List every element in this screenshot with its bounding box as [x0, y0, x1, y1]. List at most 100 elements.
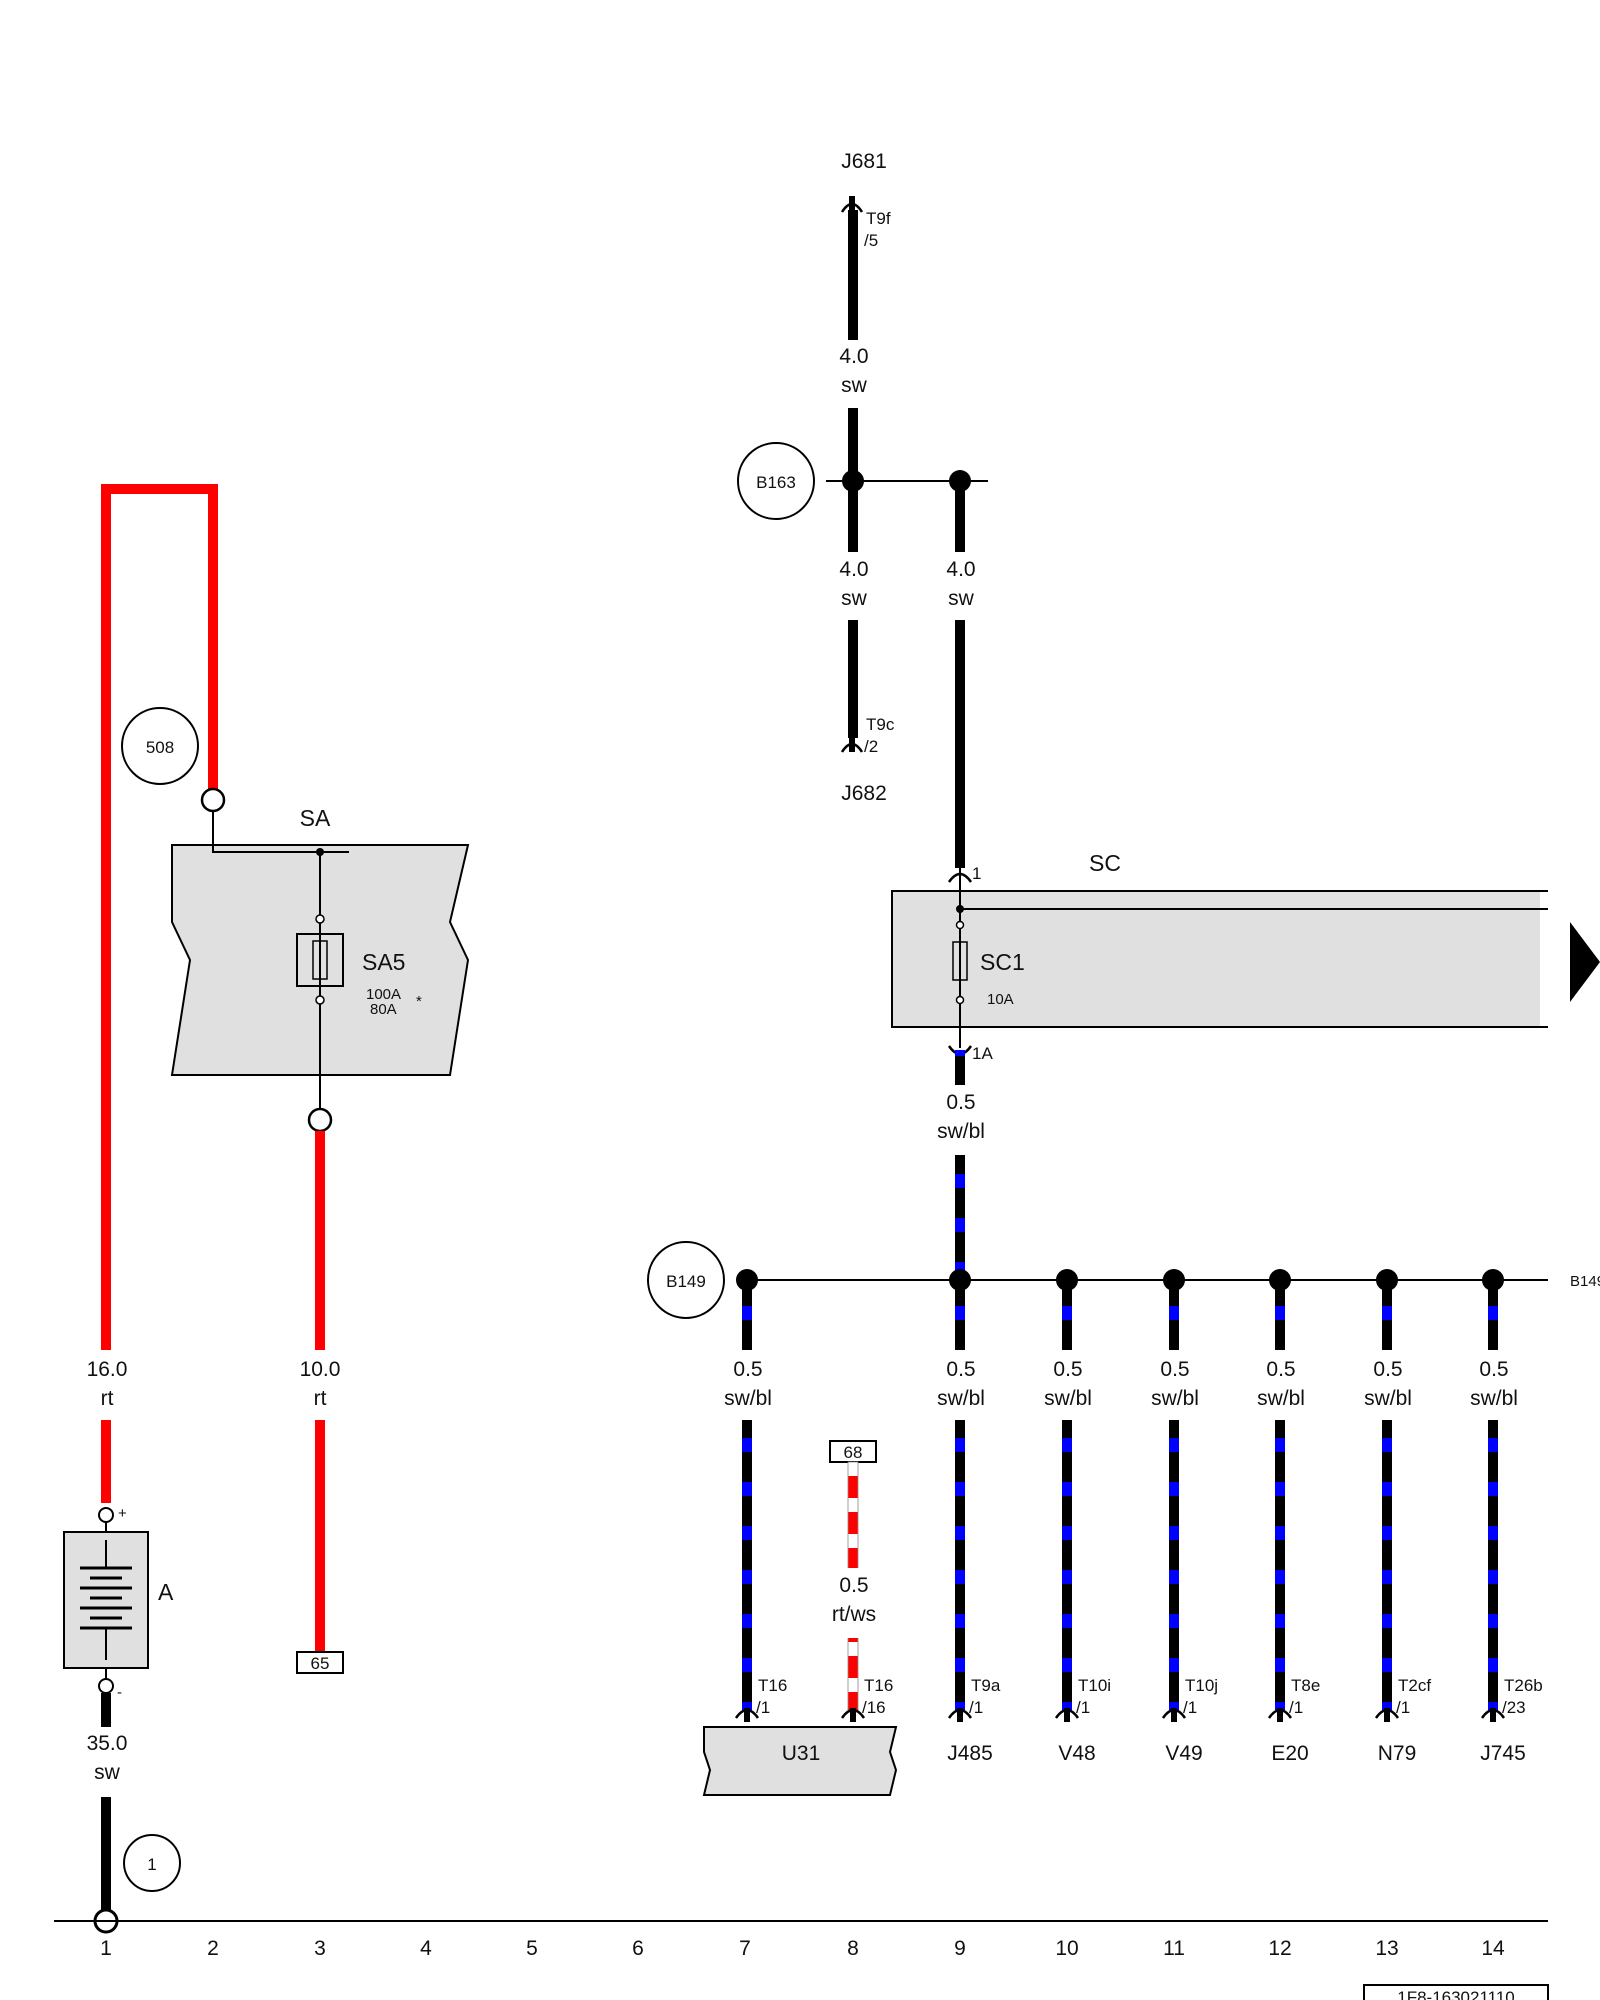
component-bottom-label: J485 [947, 1742, 993, 1765]
connector-t9f-b: /5 [864, 231, 878, 250]
column-number: 9 [954, 1937, 966, 1960]
wire-branch-color: sw/bl [1364, 1387, 1412, 1410]
component-u31: U31 [702, 1726, 898, 1796]
column-number: 6 [632, 1937, 644, 1960]
connector-bottom-b: /1 [756, 1698, 770, 1717]
circle-1-label: 1 [147, 1855, 156, 1874]
splice-b163-label: B163 [756, 473, 796, 492]
fuse-sa5-label: SA5 [362, 949, 405, 975]
battery-plus-label: + [118, 1505, 127, 1522]
wire-sc1-b149-swbl [955, 1050, 965, 1280]
connector-t9c-a: T9c [866, 715, 895, 734]
circle-1: 1 [123, 1834, 181, 1892]
wire-branch-size: 0.5 [1373, 1358, 1402, 1381]
wire-branch-size: 0.5 [1266, 1358, 1295, 1381]
wire-b163-left-color: sw [841, 587, 868, 610]
battery-label: A [158, 1579, 174, 1605]
wire-branch-4: 0.5 sw/bl [1134, 1269, 1214, 1710]
connector-bottom-5: T10j/1 [1161, 1676, 1218, 1722]
connector-bottom-2: T16/16 [840, 1676, 893, 1722]
wire-branch-color: sw/bl [1151, 1387, 1199, 1410]
fuse-box-sa: SA SA5 100A 80A * [170, 787, 470, 1133]
column-number: 13 [1375, 1937, 1398, 1960]
connector-bottom-a: T16 [758, 1676, 787, 1695]
wire-b163-right-color: sw [948, 587, 975, 610]
splice-b149-label: B149 [666, 1272, 706, 1291]
wire-col3-color: rt [314, 1387, 327, 1410]
column-number: 7 [739, 1937, 751, 1960]
column-number: 1 [100, 1937, 112, 1960]
fuse-sa5-rating-2: 80A [370, 1001, 397, 1018]
b149-branches: 0.5 sw/bl 0.5 sw/bl 0.5 sw/bl 0.5 sw/bl 0.5 sw/bl… [707, 1269, 1533, 1710]
wire-sc1-size: 0.5 [946, 1091, 975, 1114]
column-number: 14 [1481, 1937, 1505, 1960]
wire-b163-left-size: 4.0 [839, 558, 868, 581]
wire-branch-3: 0.5 sw/bl [1027, 1269, 1107, 1710]
wire-branch-size: 0.5 [733, 1358, 762, 1381]
column-number: 11 [1163, 1937, 1185, 1960]
fuse-box-sc: SC 1 SC1 10A 1A [891, 850, 1600, 1063]
wire-top-color: sw [841, 374, 868, 397]
wire-branch-size: 0.5 [946, 1358, 975, 1381]
wire-branch-size: 0.5 [1479, 1358, 1508, 1381]
connector-bottom-b: /16 [862, 1698, 886, 1717]
connector-bottom-a: T2cf [1398, 1676, 1431, 1695]
column-number: 12 [1268, 1937, 1291, 1960]
component-j681-label: J681 [841, 150, 887, 173]
component-bottom-label: E20 [1271, 1742, 1308, 1765]
wire-branch-size: 0.5 [1160, 1358, 1189, 1381]
column-number: 10 [1055, 1937, 1078, 1960]
connector-bottom-6: T8e/1 [1267, 1676, 1320, 1722]
column-number: 4 [420, 1937, 432, 1960]
connector-sc-out: 1A [972, 1044, 993, 1063]
wire-branch-5: 0.5 sw/bl [1240, 1269, 1320, 1710]
ref-65-label: 65 [311, 1654, 330, 1673]
wire-branch-7: 0.5 sw/bl [1453, 1269, 1533, 1710]
wire-branch-color: sw/bl [724, 1387, 772, 1410]
connector-bottom-4: T10i/1 [1054, 1676, 1111, 1722]
fuse-sc1-label: SC1 [980, 949, 1025, 975]
wire-branch-color: sw/bl [1257, 1387, 1305, 1410]
column-number: 3 [314, 1937, 326, 1960]
circle-508-label: 508 [146, 738, 174, 757]
connector-sc-in: 1 [972, 864, 981, 883]
wire-col1-size: 16.0 [87, 1358, 128, 1381]
ref-65: 65 [296, 1651, 344, 1674]
component-j682-label: J682 [841, 782, 887, 805]
wire-branch-6: 0.5 sw/bl [1347, 1269, 1427, 1710]
wire-branch-color: sw/bl [1470, 1387, 1518, 1410]
battery-minus-label: - [117, 1684, 122, 1701]
wire-col8-color: rt/ws [832, 1603, 876, 1626]
circle-508: 508 [121, 707, 199, 785]
connector-bottom-b: /1 [1396, 1698, 1410, 1717]
wire-branch-color: sw/bl [1044, 1387, 1092, 1410]
bottom-connectors: T16/1T16/16T9a/1T10i/1T10j/1T8e/1T2cf/1T… [734, 1676, 1543, 1765]
connector-bottom-b: /1 [1289, 1698, 1303, 1717]
wire-col1-color: rt [101, 1387, 114, 1410]
connector-t9c: T9c /2 [840, 715, 895, 756]
wire-col1-rt [101, 484, 218, 1503]
connector-t9f: T9f /5 [840, 196, 891, 250]
wire-top-size: 4.0 [839, 345, 868, 368]
wire-sc1-color: sw/bl [937, 1120, 985, 1143]
wire-col8-size: 0.5 [839, 1574, 868, 1597]
connector-t9f-a: T9f [866, 209, 891, 228]
connector-bottom-a: T10j [1185, 1676, 1218, 1695]
connector-bottom-1: T16/1 [734, 1676, 787, 1722]
connector-t9c-b: /2 [864, 737, 878, 756]
wire-branch-size: 0.5 [1053, 1358, 1082, 1381]
connector-bottom-8: T26b/23 [1480, 1676, 1543, 1722]
column-number: 5 [526, 1937, 538, 1960]
connector-bottom-b: /1 [1076, 1698, 1090, 1717]
wire-branch-2: 0.5 sw/bl [920, 1269, 1000, 1710]
fuse-sa5-rating-1: 100A [366, 986, 401, 1003]
wire-branch-color: sw/bl [937, 1387, 985, 1410]
ref-68-label: 68 [844, 1443, 863, 1462]
connector-bottom-b: /1 [969, 1698, 983, 1717]
connector-bottom-7: T2cf/1 [1374, 1676, 1431, 1722]
column-number: 8 [847, 1937, 859, 1960]
fuse-sc1-rating: 10A [987, 991, 1014, 1008]
connector-bottom-a: T16 [864, 1676, 893, 1695]
